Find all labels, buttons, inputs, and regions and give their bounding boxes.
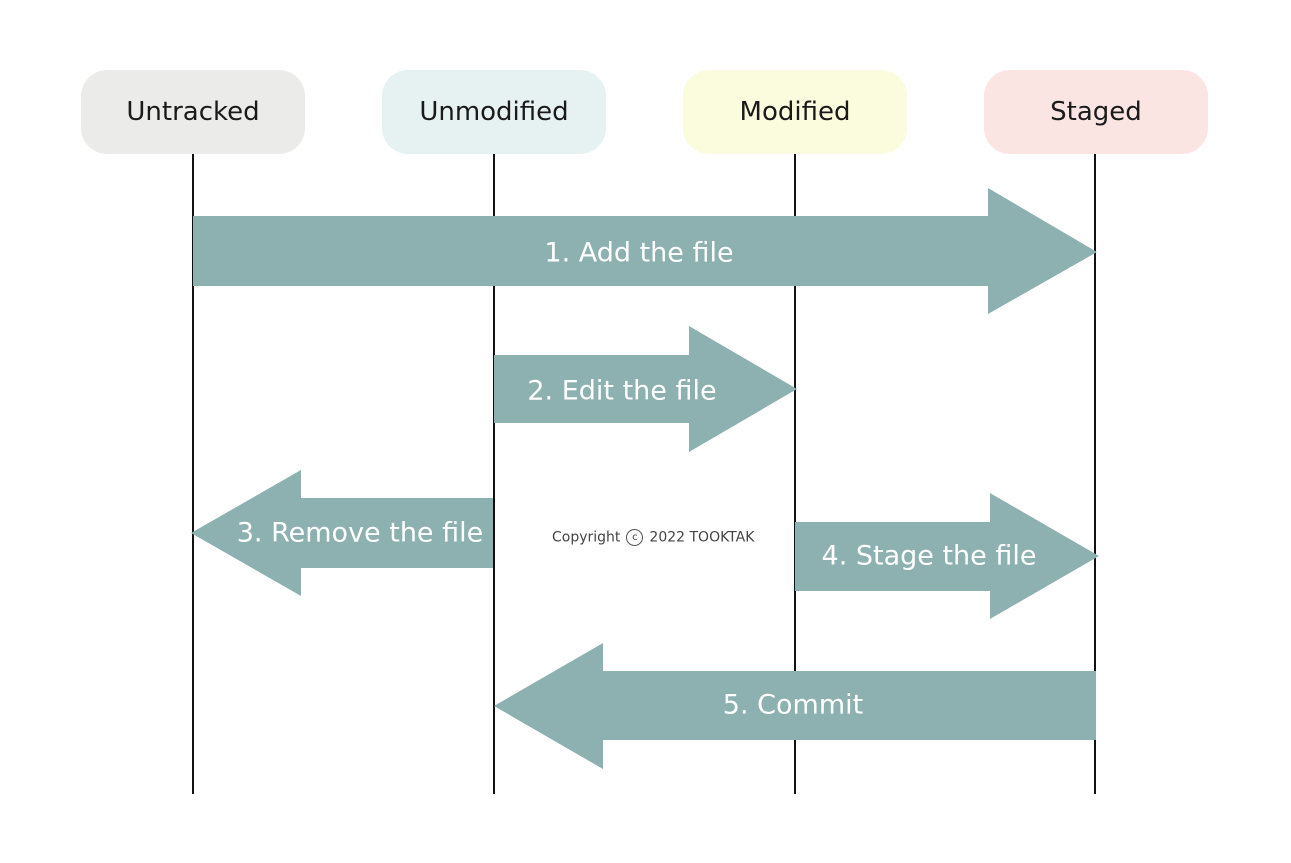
copyright-year-owner: 2022 TOOKTAK [649, 529, 755, 546]
arrow-remove-file [191, 470, 493, 596]
state-staged: Staged [984, 70, 1208, 154]
lifeline-staged [1094, 154, 1096, 794]
step-label-remove-file: 3. Remove the file [236, 517, 484, 549]
state-unmodified-label: Unmodified [419, 97, 569, 127]
step-label-edit-file: 2. Edit the file [527, 375, 717, 407]
state-unmodified: Unmodified [382, 70, 606, 154]
step-label-commit: 5. Commit [722, 689, 864, 721]
copyright-prefix: Copyright [552, 529, 621, 546]
arrow-stage-file [795, 493, 1099, 619]
lifeline-untracked [192, 154, 194, 794]
state-staged-label: Staged [1050, 97, 1142, 127]
lifeline-unmodified [493, 154, 495, 794]
state-untracked: Untracked [81, 70, 305, 154]
arrow-commit [494, 643, 1096, 769]
state-modified: Modified [683, 70, 907, 154]
copyright-symbol: c [626, 529, 644, 546]
state-untracked-label: Untracked [126, 97, 260, 127]
arrow-edit-file [494, 326, 797, 452]
state-modified-label: Modified [739, 97, 851, 127]
lifeline-modified [794, 154, 796, 794]
step-label-add-file: 1. Add the file [544, 237, 734, 269]
step-label-stage-file: 4. Stage the file [821, 540, 1037, 572]
copyright-notice: Copyright c 2022 TOOKTAK [552, 529, 754, 546]
arrow-add-file [193, 188, 1097, 314]
